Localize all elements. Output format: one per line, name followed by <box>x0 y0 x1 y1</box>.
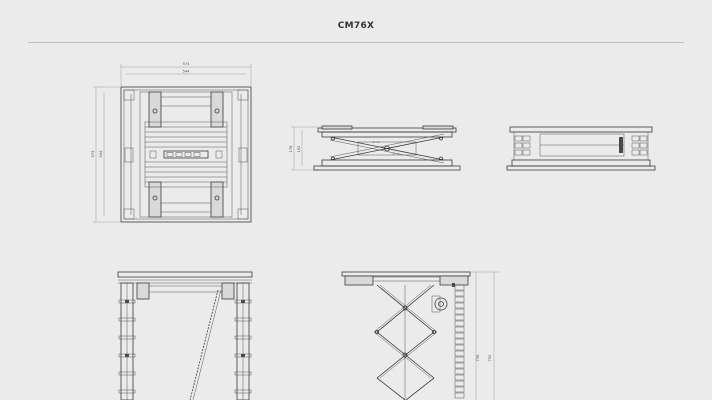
svg-text:▭ ▭: ▭ ▭ <box>392 152 400 156</box>
drawing-title: CM76X <box>337 21 375 31</box>
front-view-extended <box>117 271 253 400</box>
side-view-extended: 736 752 <box>341 271 500 400</box>
side-view-scissor: 178 162 ▭ ▭ ▭ ▭ <box>289 125 461 171</box>
svg-text:▭ ▭: ▭ ▭ <box>372 140 380 144</box>
dim-top-height-inner: 544 <box>99 150 103 158</box>
dim-side-h1: 178 <box>289 145 293 153</box>
end-view-collapsed <box>506 126 656 171</box>
dim-top-height-outer: 574 <box>91 150 95 158</box>
dim-front-h1: 736 <box>476 354 480 362</box>
dim-front-h2: 752 <box>488 355 492 362</box>
dim-top-width-outer: 574 <box>183 62 191 66</box>
top-view: 574 544 574 544 <box>91 62 252 223</box>
dim-side-h2: 162 <box>297 146 301 153</box>
title-divider <box>28 42 684 43</box>
dim-top-width-inner: 544 <box>183 70 191 74</box>
